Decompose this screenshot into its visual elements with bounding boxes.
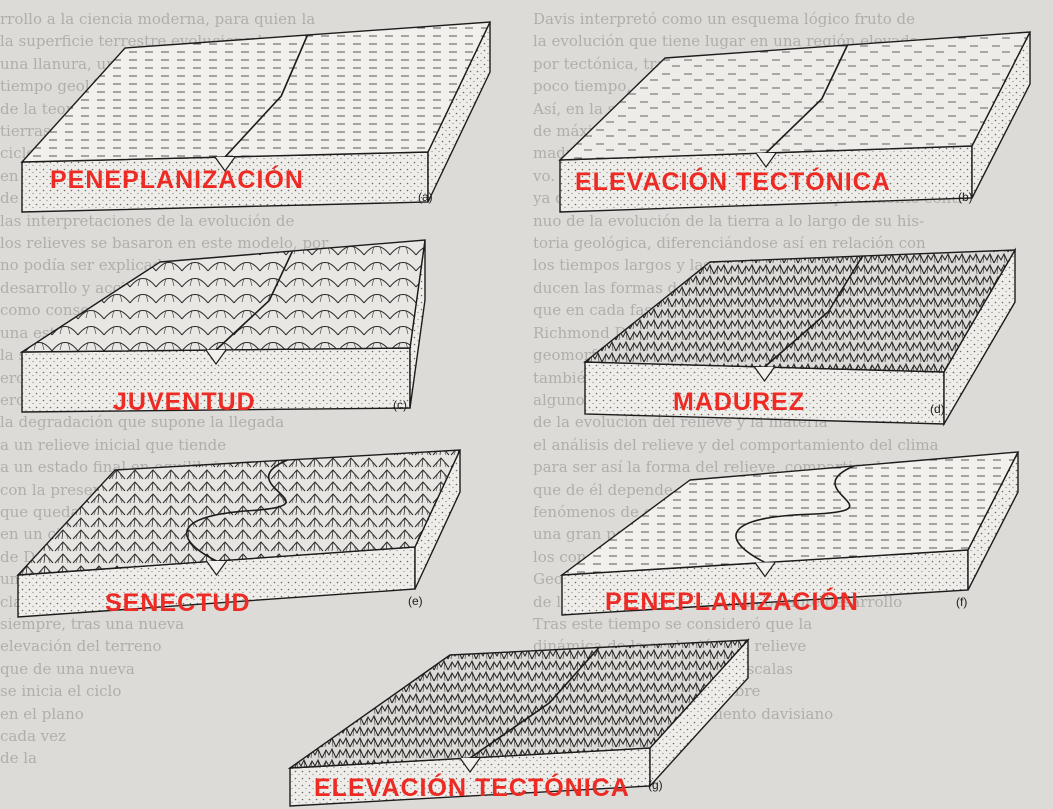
- block-top-surface: [559, 451, 1020, 576]
- text-line: las interpretaciones de la evolución de: [0, 211, 295, 230]
- label-panel-c: JUVENTUD: [113, 388, 256, 416]
- river-channel: [735, 465, 855, 564]
- text-line: rrollo a la ciencia moderna, para quien …: [0, 10, 316, 28]
- valley-notch: [755, 152, 777, 169]
- valley-notch: [754, 562, 776, 578]
- letter-panel-f: (f): [956, 595, 967, 609]
- text-line: nuo de la evolución de la tierra a lo la…: [533, 211, 925, 230]
- text-line: el análisis del relieve y del comportami…: [533, 435, 939, 454]
- text-line: en el plano: [0, 704, 84, 723]
- river-channel: [765, 44, 849, 154]
- text-line: toria geológica, diferenciándose así en …: [533, 234, 926, 253]
- label-panel-a: PENEPLANIZACIÓN: [50, 164, 304, 194]
- block-d: [583, 247, 1017, 427]
- valley-notch: [459, 757, 481, 774]
- text-line: se inicia el ciclo: [0, 682, 122, 701]
- block-top-surface: [558, 31, 1032, 161]
- block-top-surface: [19, 239, 426, 353]
- letter-panel-c: (c): [393, 398, 407, 412]
- label-panel-f: PENEPLANIZACIÓN: [605, 586, 859, 616]
- block-top-surface: [16, 449, 462, 576]
- letter-panel-d: (d): [930, 402, 945, 416]
- river-channel: [469, 646, 600, 759]
- block-top-surface: [583, 249, 1017, 373]
- river-channel: [763, 255, 864, 368]
- label-panel-d: MADUREZ: [673, 388, 805, 416]
- block-f: [559, 451, 1020, 616]
- valley-notch: [206, 560, 227, 577]
- text-line: a un relieve inicial que tiende: [0, 435, 227, 454]
- block-a: [20, 21, 492, 213]
- block-e: [16, 449, 462, 618]
- text-line: que de una nueva: [0, 659, 135, 678]
- text-line: Davis interpretó como un esquema lógico …: [533, 10, 916, 28]
- letter-panel-a: (a): [418, 190, 433, 204]
- block-c: [19, 239, 426, 413]
- text-line: siempre, tras una nueva: [0, 614, 185, 633]
- block-diagrams: [16, 21, 1032, 807]
- stage-labels: PENEPLANIZACIÓN (a) ELEVACIÓN TECTÓNICA …: [50, 164, 973, 802]
- river-channel: [224, 34, 309, 158]
- label-panel-g: ELEVACIÓN TECTÓNICA: [314, 772, 630, 802]
- river-channel: [215, 250, 294, 351]
- valley-notch: [214, 156, 236, 173]
- block-g: [287, 638, 750, 807]
- text-line: los relieves se basaron en este modelo, …: [0, 234, 329, 253]
- text-line: elevación del terreno: [0, 637, 162, 656]
- block-top-surface: [287, 639, 750, 769]
- label-panel-e: SENECTUD: [105, 589, 251, 617]
- valley-notch: [205, 349, 227, 366]
- text-line: Tras este tiempo se consideró que la: [533, 614, 813, 633]
- valley-notch: [754, 366, 775, 383]
- label-panel-b: ELEVACIÓN TECTÓNICA: [575, 166, 891, 196]
- river-channel: [185, 459, 288, 562]
- block-b: [558, 31, 1032, 213]
- text-line: la degradación que supone la llegada: [0, 413, 285, 432]
- letter-panel-g: (g): [648, 778, 663, 792]
- text-line: de la: [0, 749, 37, 768]
- text-line: cada vez: [0, 727, 66, 745]
- letter-panel-e: (e): [408, 594, 423, 608]
- letter-panel-b: (b): [958, 190, 973, 204]
- block-top-surface: [20, 21, 492, 163]
- text-line: la evolución que tiene lugar en una regi…: [533, 32, 919, 51]
